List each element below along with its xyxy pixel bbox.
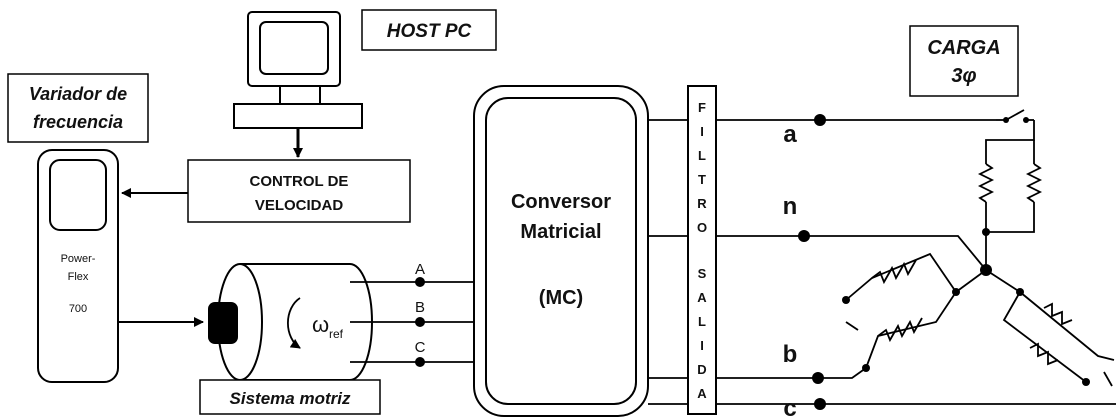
filtro-letter: O <box>697 220 707 235</box>
salida-letter: A <box>697 386 707 401</box>
load-nodes <box>842 117 1090 386</box>
host-pc-label: HOST PC <box>387 21 472 42</box>
output-n-label: n <box>783 193 798 220</box>
converter-label-line1: Conversor <box>511 191 611 213</box>
powerflex-label-line2: Flex <box>68 271 89 283</box>
motor-phase-lines <box>350 281 474 363</box>
salida-letter: D <box>697 362 706 377</box>
converter-label-line3: (MC) <box>539 287 583 309</box>
salida-letter: S <box>698 266 707 281</box>
filtro-letter: I <box>700 124 704 139</box>
variador-label-line2: frecuencia <box>33 112 123 132</box>
motor-phase-nodes <box>415 277 425 367</box>
variador-label-box: Variador de frecuencia <box>7 73 149 143</box>
omega-symbol: ω <box>312 312 329 337</box>
three-phase-load <box>845 109 1115 387</box>
carga-label: CARGA <box>927 37 1000 59</box>
mc-filter-lines <box>648 119 688 405</box>
powerflex-label-line1: Power- <box>61 253 96 265</box>
converter-label-line2: Matricial <box>520 221 601 243</box>
matrix-converter: Conversor Matricial (MC) <box>473 85 649 417</box>
phase-B-label: B <box>415 299 425 316</box>
filtro-letter: F <box>698 100 706 115</box>
control-velocidad-box: CONTROL DE VELOCIDAD <box>187 159 411 223</box>
filtro-letter: L <box>698 148 706 163</box>
salida-letter: L <box>698 314 706 329</box>
control-label-line2: VELOCIDAD <box>255 197 344 214</box>
filtro-salida: F I L T R O S A L I D A <box>687 85 717 415</box>
powerflex-drive: Power- Flex 700 <box>37 149 119 383</box>
output-nodes <box>798 114 826 410</box>
filtro-letter: R <box>697 196 707 211</box>
salida-letter: I <box>700 338 704 353</box>
output-c-label: c <box>783 395 796 420</box>
salida-letter: A <box>697 290 707 305</box>
phase-A-label: A <box>415 261 425 278</box>
powerflex-label-line3: 700 <box>69 303 87 315</box>
output-lines <box>716 119 1116 405</box>
variador-label-line1: Variador de <box>29 84 127 104</box>
omega-subscript: ref <box>329 327 344 341</box>
phase-C-label: C <box>415 339 426 356</box>
sistema-motriz-box: Sistema motriz <box>199 379 381 415</box>
carga-phase-label: 3φ <box>951 65 976 87</box>
host-pc-label-box: HOST PC <box>361 9 497 51</box>
output-a-label: a <box>783 121 797 148</box>
sistema-motriz-label: Sistema motriz <box>230 389 351 408</box>
motor: ω ref <box>208 263 373 381</box>
host-pc-computer-icon <box>233 11 363 129</box>
output-b-label: b <box>783 341 798 368</box>
carga-label-box: CARGA 3φ <box>909 25 1019 97</box>
filtro-letter: T <box>698 172 706 187</box>
control-label-line1: CONTROL DE <box>250 173 349 190</box>
